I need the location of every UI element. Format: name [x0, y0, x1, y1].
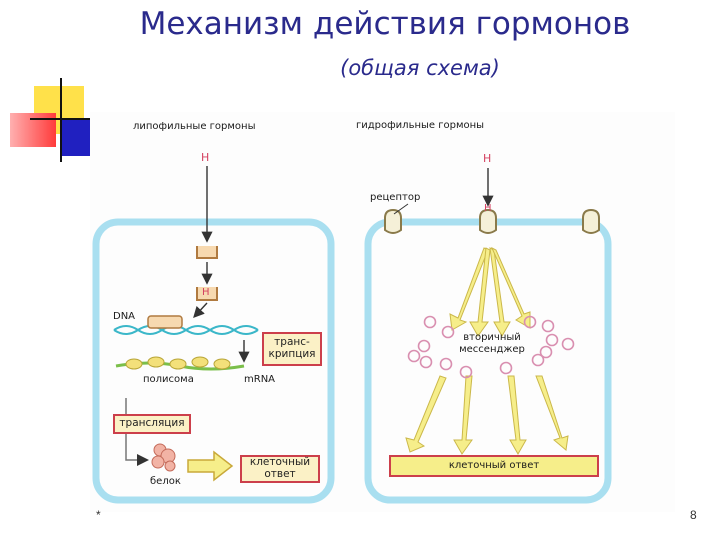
left-cell-membrane: [92, 218, 335, 504]
second-messenger-line-1: вторичный: [463, 332, 521, 343]
left-cell-response-line-2: ответ: [264, 468, 296, 480]
slide-number: 8: [690, 508, 697, 522]
cytoplasmic-receptor-shape: [196, 246, 218, 259]
decorative-blue-square: [60, 120, 90, 156]
diagram-background: [90, 112, 675, 512]
left-hormone-symbol: H: [201, 151, 210, 164]
membrane-receptor-left: [384, 208, 402, 234]
protein-to-response-arrow: [187, 450, 234, 482]
footer-mark: *: [96, 508, 101, 522]
hormone-receptor-complex-shape: [196, 287, 218, 301]
hydrophilic-hormones-label: гидрофильные гормоны: [356, 120, 485, 131]
complex-to-dna-arrow: [193, 302, 208, 319]
bound-hormone-symbol-right: H: [484, 203, 492, 214]
dna-bound-complex: [147, 315, 183, 329]
receptor-pointer-line: [393, 203, 409, 215]
left-cell-response-box: клеточный ответ: [240, 455, 320, 483]
right-hormone-symbol: H: [483, 152, 492, 165]
membrane-receptor-center: [479, 208, 497, 234]
signal-fan-arrows: [449, 246, 531, 338]
page-title: Механизм действия гормонов: [139, 6, 631, 42]
receptor-label: рецептор: [370, 192, 421, 203]
decorative-vertical-line: [60, 78, 62, 162]
protein-shape: [151, 443, 176, 472]
second-messenger-molecules: [407, 315, 575, 379]
polysome-label: полисома: [143, 374, 194, 385]
transcription-label-line-2: крипция: [268, 348, 316, 360]
right-cell-response-label: клеточный ответ: [448, 460, 540, 471]
translation-box: трансляция: [113, 414, 191, 434]
mrna-label: mRNA: [244, 374, 276, 385]
dna-helix-strand-2: [113, 325, 259, 335]
second-messenger-line-2: мессенджер: [459, 343, 525, 355]
second-messenger-label: вторичный мессенджер: [452, 332, 532, 355]
dna-label: DNA: [113, 311, 136, 322]
page-subtitle: (общая схема): [340, 56, 500, 80]
transcription-label-line-1: транс-: [274, 336, 310, 349]
membrane-receptor-right: [582, 208, 600, 234]
polysome-ribosomes: [125, 356, 231, 370]
response-arrows: [405, 375, 569, 456]
decorative-horizontal-line: [30, 118, 90, 120]
lipophilic-hormones-label: липофильные гормоны: [133, 121, 256, 132]
bound-hormone-symbol-left: H: [202, 287, 210, 298]
right-cell-response-box: [389, 455, 599, 477]
protein-label: белок: [150, 476, 181, 487]
transcription-box: транс- крипция: [262, 332, 322, 366]
translation-label: трансляция: [119, 417, 185, 430]
left-cell-response-line-1: клеточный: [249, 456, 311, 469]
